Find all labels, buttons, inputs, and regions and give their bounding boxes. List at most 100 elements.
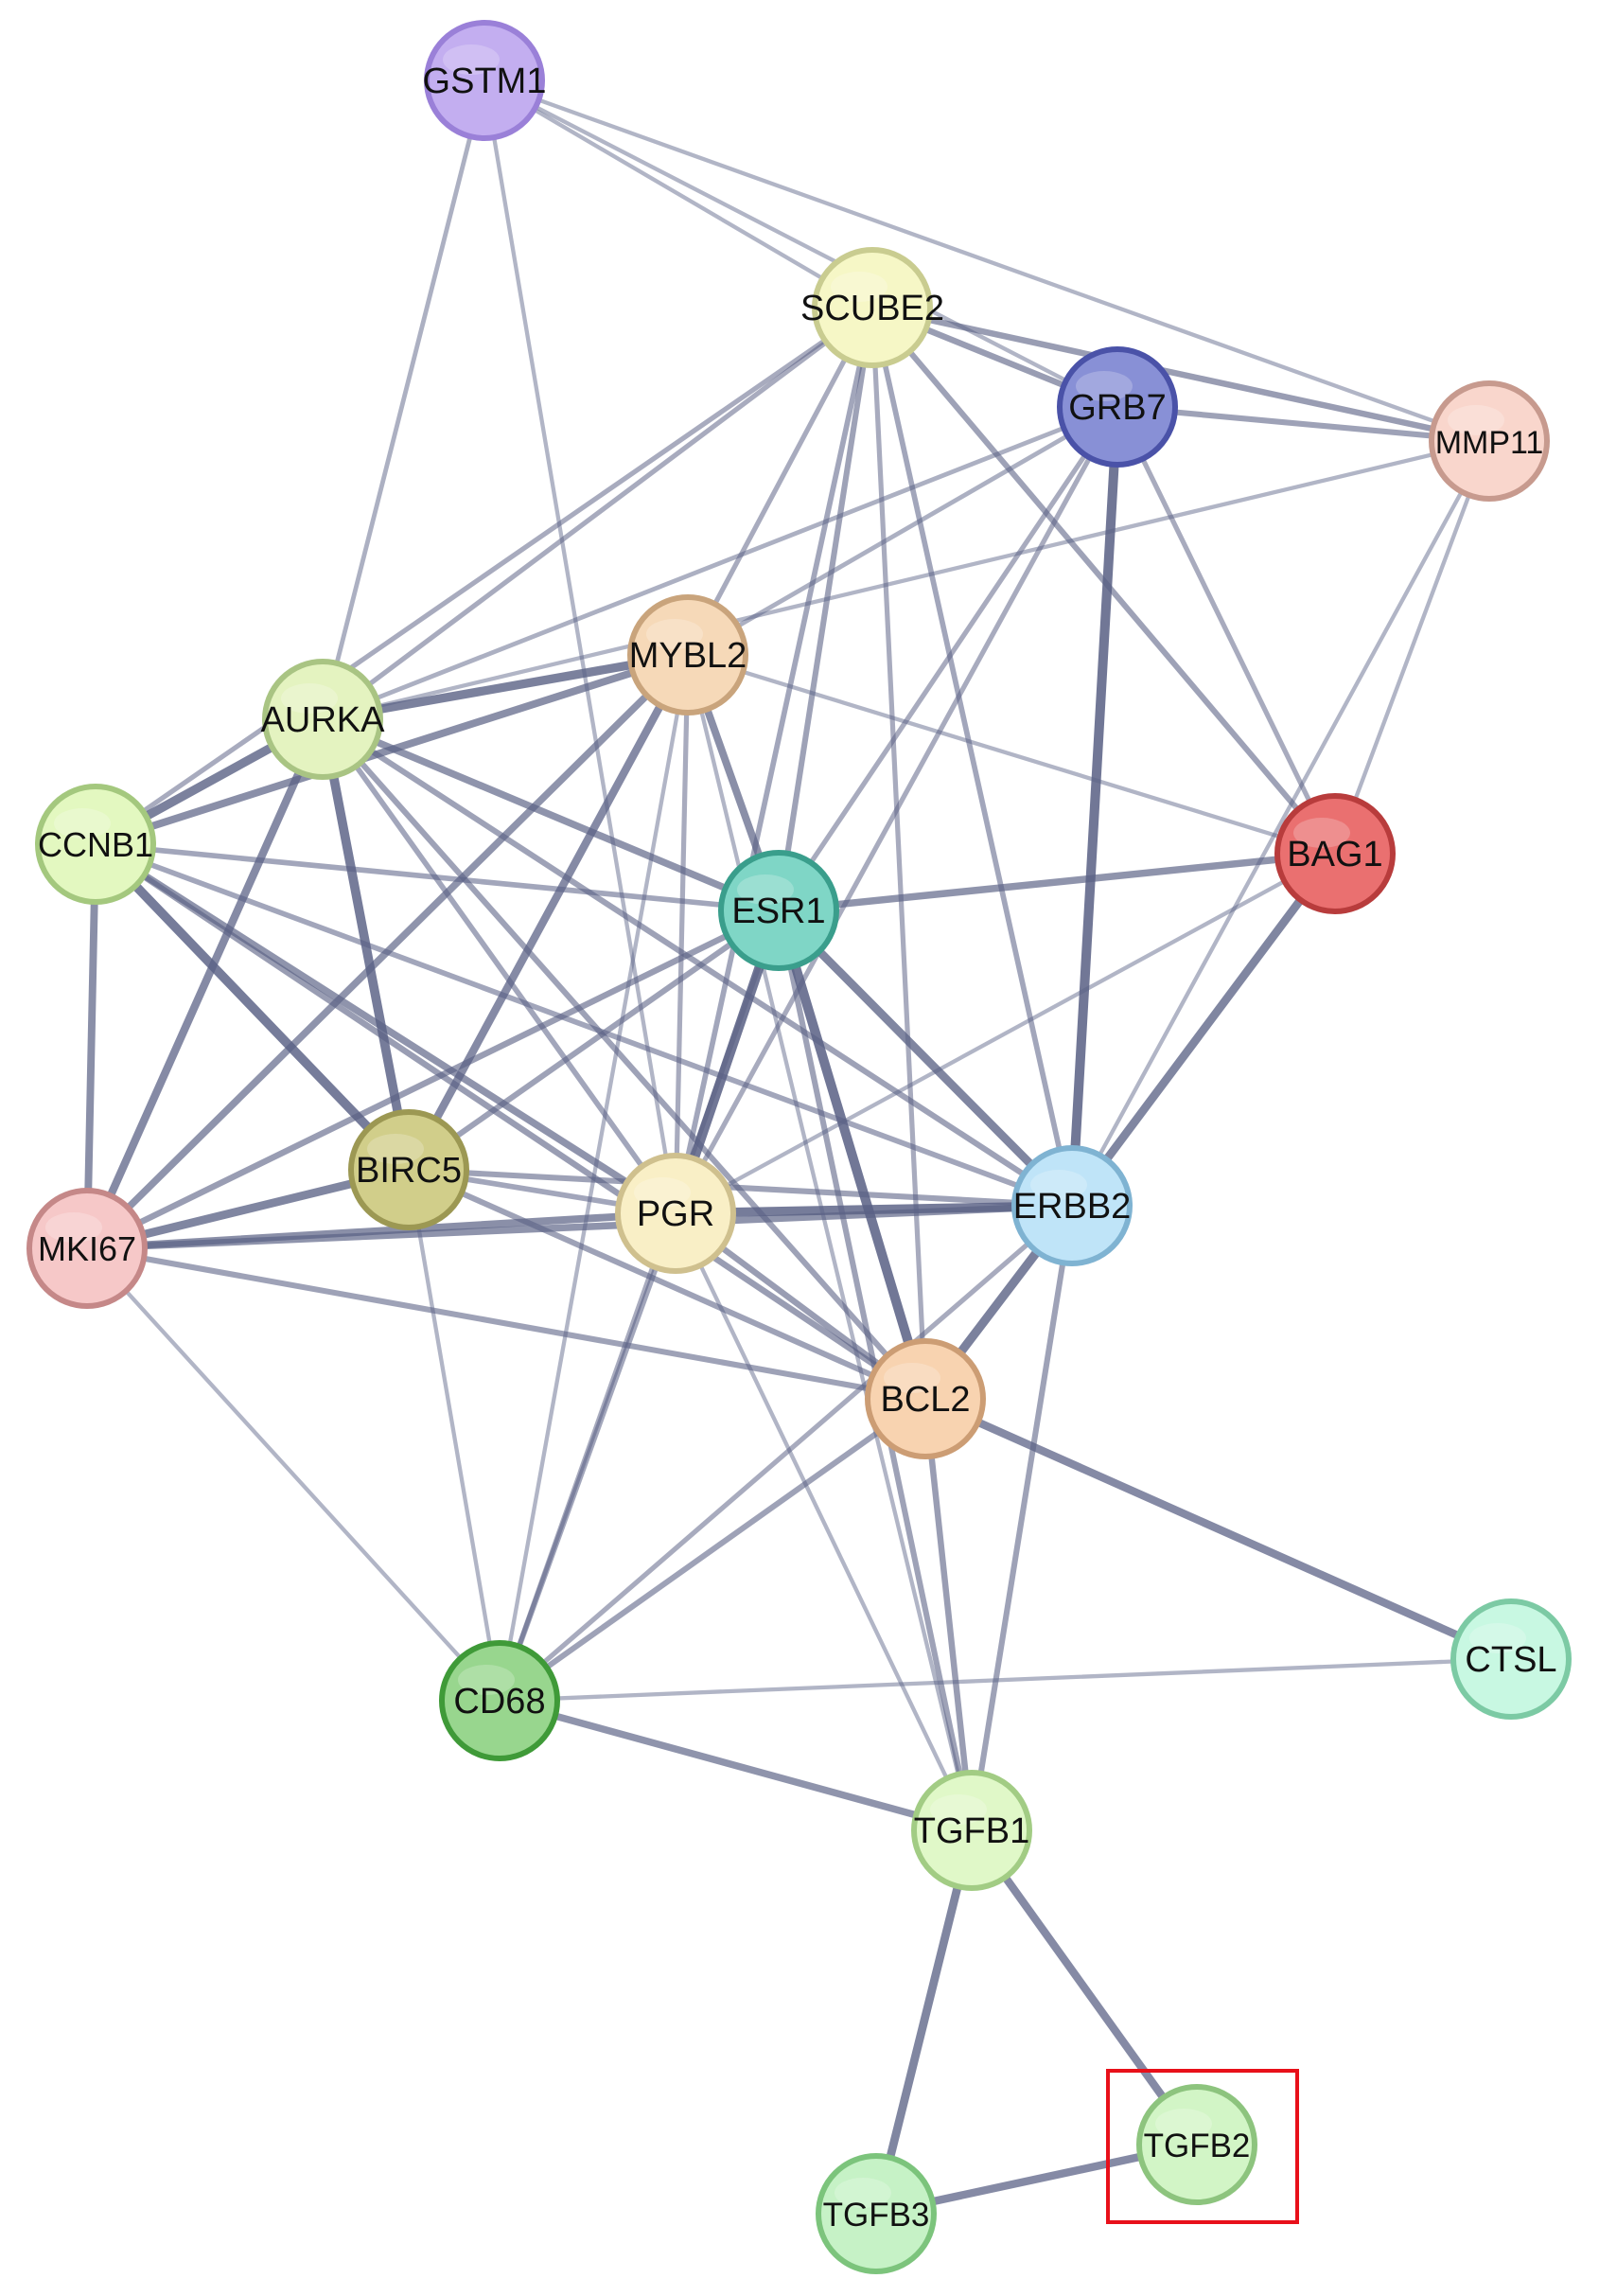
node-circle xyxy=(1429,380,1550,502)
node-circle xyxy=(615,1153,736,1274)
node-circle xyxy=(718,850,839,971)
node-gloss xyxy=(1448,405,1504,435)
node-pgr[interactable]: PGR xyxy=(615,1153,736,1274)
node-circle xyxy=(812,247,933,368)
node-gloss xyxy=(367,1134,424,1164)
node-circle xyxy=(1136,2084,1257,2205)
node-label: MKI67 xyxy=(38,1229,136,1268)
node-label: ESR1 xyxy=(731,892,825,931)
edge-aurka-bcl2 xyxy=(319,715,929,1403)
node-erbb2[interactable]: ERBB2 xyxy=(1011,1145,1133,1266)
edge-scube2-mybl2 xyxy=(685,305,875,658)
node-gloss xyxy=(1076,371,1133,401)
node-gloss xyxy=(835,2178,891,2208)
node-label: CD68 xyxy=(453,1682,545,1722)
node-label: PGR xyxy=(637,1194,714,1234)
edge-ccnb1-erbb2 xyxy=(93,841,1075,1209)
edge-mmp11-bag1 xyxy=(1332,438,1492,857)
node-circle xyxy=(1450,1598,1572,1720)
edge-erbb2-tgfb1 xyxy=(968,1202,1076,1834)
node-gloss xyxy=(831,272,887,302)
node-gloss xyxy=(1293,818,1350,848)
edge-scube2-ccnb1 xyxy=(93,305,875,847)
node-circle xyxy=(816,2153,937,2274)
edge-bcl2-cd68 xyxy=(496,1395,929,1704)
edge-grb7-mybl2 xyxy=(685,404,1120,658)
node-gloss xyxy=(1469,1623,1526,1653)
node-circle xyxy=(348,1109,469,1230)
edge-scube2-pgr xyxy=(673,305,875,1216)
edge-grb7-esr1 xyxy=(776,404,1120,913)
edge-scube2-mmp11 xyxy=(869,304,1493,445)
node-gloss xyxy=(930,1794,987,1825)
edge-aurka-erbb2 xyxy=(319,715,1076,1210)
edge-esr1-bag1 xyxy=(775,850,1339,914)
node-gloss xyxy=(737,874,794,905)
node-label: AURKA xyxy=(261,700,386,740)
node-tgfb2[interactable]: TGFB2 xyxy=(1136,2084,1257,2205)
node-label: BCL2 xyxy=(880,1380,970,1420)
edge-mybl2-tgfb1 xyxy=(685,652,975,1833)
node-gloss xyxy=(458,1665,515,1695)
node-birc5[interactable]: BIRC5 xyxy=(348,1109,469,1230)
edge-mybl2-bag1 xyxy=(685,652,1338,857)
node-label: GRB7 xyxy=(1068,388,1166,428)
node-ccnb1[interactable]: CCNB1 xyxy=(35,784,156,905)
node-scube2[interactable]: SCUBE2 xyxy=(800,247,944,368)
node-label: TGFB1 xyxy=(914,1811,1029,1851)
node-label: TGFB3 xyxy=(823,2197,930,2234)
node-gloss xyxy=(54,808,111,839)
edge-bcl2-tgfb1 xyxy=(922,1395,975,1834)
node-gloss xyxy=(1030,1170,1087,1200)
edge-mki67-bcl2 xyxy=(83,1245,929,1403)
edge-tgfb1-tgfb3 xyxy=(871,1826,976,2218)
node-mki67[interactable]: MKI67 xyxy=(26,1188,148,1309)
node-gloss xyxy=(443,44,500,75)
node-esr1[interactable]: ESR1 xyxy=(718,850,839,971)
node-label: ERBB2 xyxy=(1013,1187,1132,1227)
node-ctsl[interactable]: CTSL xyxy=(1450,1598,1572,1720)
node-gloss xyxy=(1155,2109,1212,2139)
highlight-box xyxy=(1106,2069,1299,2224)
node-gloss xyxy=(45,1212,102,1243)
edge-grb7-mmp11 xyxy=(1114,403,1493,445)
edge-pgr-cd68 xyxy=(497,1210,678,1704)
edge-gstm1-aurka xyxy=(320,78,487,722)
edge-mmp11-erbb2 xyxy=(1069,438,1492,1209)
edge-scube2-esr1 xyxy=(775,304,876,914)
node-circle xyxy=(865,1338,986,1459)
node-circle xyxy=(424,20,545,141)
edge-esr1-bcl2 xyxy=(773,905,931,1404)
node-gloss xyxy=(634,1177,691,1208)
edge-mybl2-aurka xyxy=(318,650,693,724)
node-tgfb3[interactable]: TGFB3 xyxy=(816,2153,937,2274)
node-gstm1[interactable]: GSTM1 xyxy=(423,20,547,141)
edge-grb7-erbb2 xyxy=(1066,401,1123,1211)
node-bag1[interactable]: BAG1 xyxy=(1274,793,1396,914)
node-bcl2[interactable]: BCL2 xyxy=(865,1338,986,1459)
node-aurka[interactable]: AURKA xyxy=(261,659,386,780)
node-cd68[interactable]: CD68 xyxy=(439,1640,560,1761)
node-label: CTSL xyxy=(1465,1640,1556,1680)
node-circle xyxy=(35,784,156,905)
edge-ccnb1-bcl2 xyxy=(92,840,929,1403)
edge-aurka-esr1 xyxy=(319,715,782,914)
node-mybl2[interactable]: MYBL2 xyxy=(627,594,748,715)
edge-ccnb1-mki67 xyxy=(83,840,99,1252)
edge-mki67-cd68 xyxy=(84,1245,502,1704)
node-label: TGFB2 xyxy=(1144,2128,1251,2164)
node-gloss xyxy=(884,1363,940,1393)
node-mmp11[interactable]: MMP11 xyxy=(1429,380,1550,502)
edge-gstm1-mmp11 xyxy=(482,78,1492,444)
edge-bcl2-ctsl xyxy=(921,1394,1516,1664)
edge-esr1-erbb2 xyxy=(774,906,1077,1210)
node-label: BAG1 xyxy=(1287,835,1382,874)
edge-cd68-tgfb1 xyxy=(496,1697,975,1834)
node-tgfb1[interactable]: TGFB1 xyxy=(911,1770,1032,1891)
edge-ccnb1-esr1 xyxy=(93,841,782,913)
node-grb7[interactable]: GRB7 xyxy=(1057,346,1178,468)
edge-aurka-pgr xyxy=(320,716,678,1216)
node-circle xyxy=(627,594,748,715)
node-circle xyxy=(1011,1145,1133,1266)
